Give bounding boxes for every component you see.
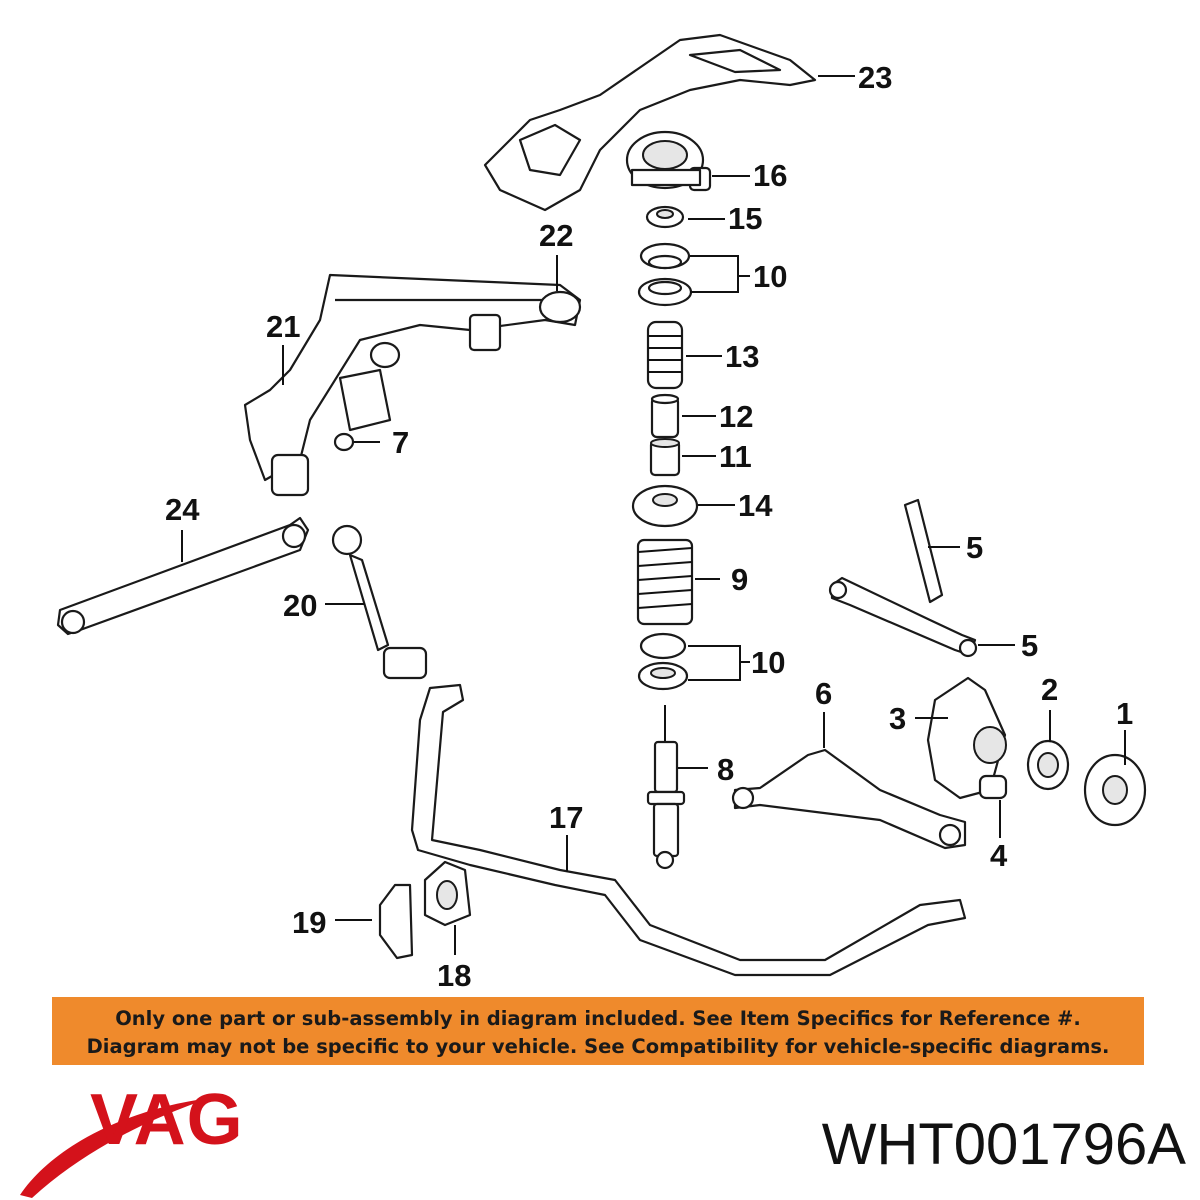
disclaimer-line-1: Only one part or sub-assembly in diagram…	[115, 1007, 1081, 1030]
callout-1: 1	[1116, 696, 1133, 731]
callout-10-upper: 10	[753, 259, 787, 294]
callout-2: 2	[1041, 672, 1058, 707]
callout-15: 15	[728, 201, 762, 236]
callout-18: 18	[437, 958, 471, 993]
callout-10-lower: 10	[751, 645, 785, 680]
part-6-lower-control-arm	[731, 748, 967, 850]
callout-9: 9	[731, 562, 748, 597]
callout-4: 4	[990, 838, 1008, 873]
disclaimer-banner: Only one part or sub-assembly in diagram…	[52, 997, 1144, 1065]
callout-14: 14	[738, 488, 773, 523]
part-17-stabilizer-bar	[410, 683, 967, 977]
callout-20: 20	[283, 588, 317, 623]
part-11-bushing	[649, 438, 681, 477]
part-16-strut-mount	[625, 130, 712, 192]
vag-logo-swoosh	[20, 1098, 210, 1198]
callout-21: 21	[266, 309, 300, 344]
part-24-trailing-arm	[56, 516, 310, 636]
callout-5-upper: 5	[966, 530, 983, 565]
disclaimer-line-2: Diagram may not be specific to your vehi…	[86, 1035, 1110, 1058]
part-20-stabilizer-link	[331, 524, 428, 680]
part-19-stabilizer-bracket	[378, 883, 414, 960]
part-12-bump-stop	[650, 393, 680, 439]
part-5-links	[828, 498, 978, 658]
callout-11: 11	[719, 439, 752, 474]
callout-24: 24	[165, 492, 200, 527]
callout-22: 22	[539, 218, 573, 253]
part-18-stabilizer-bushing	[423, 860, 472, 927]
part-1-wheel-hub	[1083, 753, 1147, 827]
callout-3: 3	[889, 701, 906, 736]
leader-lines	[181, 75, 1126, 955]
part-3-knuckle	[926, 676, 1007, 800]
part-21-22-subframe	[243, 273, 582, 497]
callout-12: 12	[719, 399, 753, 434]
part-15-washer	[645, 205, 685, 229]
callout-6: 6	[815, 676, 832, 711]
callout-7: 7	[392, 425, 409, 460]
callout-13: 13	[725, 339, 759, 374]
callout-19: 19	[292, 905, 326, 940]
suspension-exploded-diagram: 23 16 15 10 22 13 21 12 7 11 14 24 5 9 2…	[56, 33, 1147, 993]
callout-16: 16	[753, 158, 787, 193]
callout-8: 8	[717, 752, 734, 787]
part-7-nut	[333, 432, 355, 452]
part-number: WHT001796A	[821, 1112, 1186, 1177]
brand-logo-text: VAG	[90, 1080, 244, 1160]
part-23-brace	[483, 33, 817, 212]
part-9-coil-spring	[636, 538, 694, 626]
part-13-dust-boot	[646, 320, 684, 390]
part-8-shock-absorber	[646, 705, 686, 870]
part-10-spring-pads-upper	[637, 242, 693, 307]
callout-labels: 23 16 15 10 22 13 21 12 7 11 14 24 5 9 2…	[165, 60, 1133, 993]
part-2-wheel-bearing	[1026, 739, 1070, 791]
callout-5-lower: 5	[1021, 628, 1038, 663]
callout-17: 17	[549, 800, 583, 835]
part-14-spring-seat	[631, 484, 699, 528]
callout-23: 23	[858, 60, 892, 95]
part-4-bushing	[978, 774, 1008, 800]
part-10-spring-pads-lower	[637, 632, 689, 691]
